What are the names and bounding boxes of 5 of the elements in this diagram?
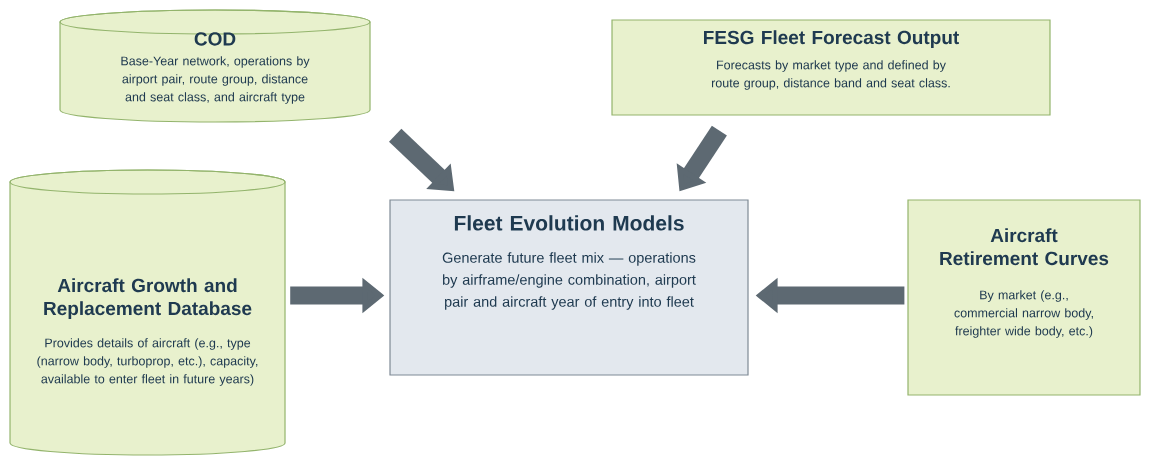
process-box: FESG Fleet Forecast Output Forecasts by market type and defined by route group, distance band and seat class. — [611, 19, 1051, 116]
process-box: Aircraft Retirement Curves By market (e.g., commercial narrow body, freighter wide body, etc.) — [907, 199, 1141, 396]
database-cylinder: COD Base-Year network, operations by airport pair, route group, distance and seat class, and aircraft type — [59, 9, 371, 123]
process-box: Fleet Evolution Models Generate future fleet mix — operations by airframe/engine combination, airport pair and aircraft year of entry into fleet — [389, 199, 749, 376]
database-cylinder: Aircraft Growth and Replacement Database Provides details of aircraft (e.g., type (narrow body, turboprop, etc.), capacity, available to enter fleet in future years) — [9, 169, 286, 456]
